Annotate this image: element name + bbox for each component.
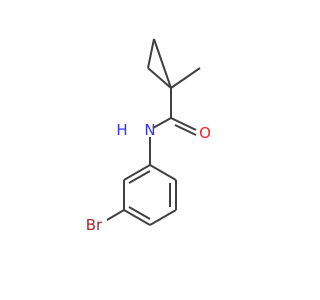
bond-ring-c3-c1 [153,38,172,89]
bond-ar-c6-c1 [123,164,151,181]
bond-carbonyl-o-double-a [170,117,197,131]
bond-ar-c1-c2 [149,164,177,181]
amide-hydrogen-label: H [116,121,127,139]
nitrogen-atom-label: N [144,121,155,139]
bond-ar-inner-2 [128,206,151,220]
bond-ar-c4-c5 [123,209,151,226]
bond-c1-methyl [170,67,201,89]
bond-carbonyl-n [152,117,172,129]
oxygen-atom-label: O [199,124,211,142]
bond-ar-br [106,209,125,221]
bond-ring-c1-c2 [147,67,172,89]
bromine-atom-label: Br [86,216,103,234]
bond-ar-c3-c4 [149,209,177,226]
bond-ar-inner-3 [128,170,151,184]
bond-ring-c2-c3 [147,38,155,69]
molecule-structure-canvas: N H O Br [86,38,211,234]
bond-carbonyl-o-double-b [174,124,197,136]
